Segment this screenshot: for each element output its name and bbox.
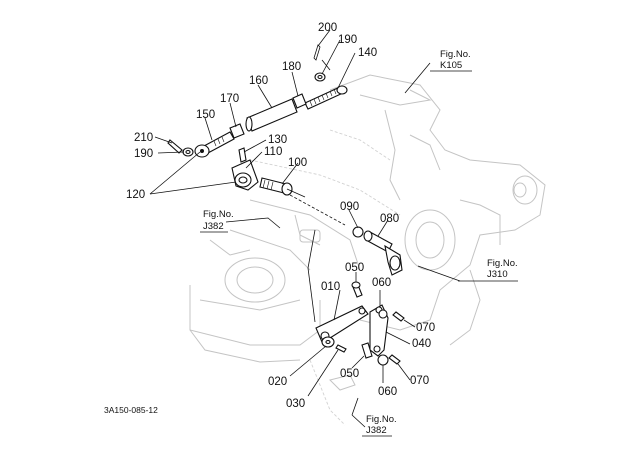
lower-linkage bbox=[307, 229, 405, 366]
callout-190-top: 190 bbox=[338, 34, 357, 46]
pin-200-and-washer-190 bbox=[313, 44, 331, 82]
callout-190-left: 190 bbox=[134, 148, 153, 160]
figref-j382a-line2: J382 bbox=[203, 221, 224, 232]
callout-140: 140 bbox=[358, 47, 377, 59]
callout-080: 080 bbox=[380, 213, 399, 225]
callout-050-upper: 050 bbox=[345, 262, 364, 274]
callout-210: 210 bbox=[134, 132, 153, 144]
callout-070-upper: 070 bbox=[416, 322, 435, 334]
callout-040: 040 bbox=[412, 338, 431, 350]
figure-reference-j310: Fig.No. J310 bbox=[458, 258, 518, 282]
pin-070-lower bbox=[388, 354, 401, 365]
callout-130: 130 bbox=[268, 134, 287, 146]
figref-k105-line1: Fig.No. bbox=[440, 49, 471, 60]
adjusting-rod-assembly bbox=[194, 85, 348, 158]
callout-090: 090 bbox=[340, 201, 359, 213]
callout-030: 030 bbox=[286, 398, 305, 410]
figure-reference-j382-lower: Fig.No. J382 bbox=[362, 414, 397, 437]
callout-010: 010 bbox=[321, 281, 340, 293]
figref-j382b-line2: J382 bbox=[366, 425, 387, 436]
figure-reference-k105: Fig.No. K105 bbox=[430, 49, 472, 72]
callout-170: 170 bbox=[220, 93, 239, 105]
figref-k105-line2: K105 bbox=[440, 60, 462, 71]
leader-lines bbox=[149, 29, 461, 428]
plate-010 bbox=[315, 305, 369, 343]
callout-060-lower: 060 bbox=[378, 386, 397, 398]
callout-120: 120 bbox=[126, 189, 145, 201]
shaft-lever-080 bbox=[352, 226, 403, 276]
bolt-050-lower bbox=[361, 342, 373, 359]
callout-020: 020 bbox=[268, 376, 287, 388]
callout-070-lower: 070 bbox=[410, 375, 429, 387]
turnbuckle-sleeve-160 bbox=[246, 98, 298, 132]
nut-170 bbox=[229, 123, 245, 139]
figref-j382a-line1: Fig.No. bbox=[203, 209, 234, 220]
callout-050-lower: 050 bbox=[340, 368, 359, 380]
lever-120-assembly bbox=[231, 147, 346, 226]
engine-outline-background bbox=[189, 74, 546, 426]
callout-160: 160 bbox=[249, 75, 268, 87]
spring-pin-130 bbox=[238, 147, 247, 163]
pin-030 bbox=[335, 344, 347, 353]
pin-070-upper bbox=[392, 311, 405, 322]
figref-j310-line1: Fig.No. bbox=[487, 258, 518, 269]
figref-j382b-line1: Fig.No. bbox=[366, 414, 397, 425]
callout-200: 200 bbox=[318, 22, 337, 34]
callout-180: 180 bbox=[282, 61, 301, 73]
drawing-code: 3A150-085-12 bbox=[104, 405, 158, 415]
figure-reference-j382-upper: Fig.No. J382 bbox=[200, 209, 234, 233]
nut-060-lower bbox=[377, 354, 389, 366]
callout-100: 100 bbox=[288, 157, 307, 169]
pin-210-and-washer-190 bbox=[167, 139, 194, 157]
callout-numbers: 200 190 140 180 160 170 150 210 190 130 … bbox=[126, 22, 435, 410]
nut-180 bbox=[292, 93, 307, 109]
callout-110: 110 bbox=[264, 146, 282, 158]
callout-060-upper: 060 bbox=[372, 277, 391, 289]
figref-j310-line2: J310 bbox=[487, 269, 508, 280]
callout-150: 150 bbox=[196, 109, 215, 121]
o-ring-090 bbox=[352, 226, 364, 238]
